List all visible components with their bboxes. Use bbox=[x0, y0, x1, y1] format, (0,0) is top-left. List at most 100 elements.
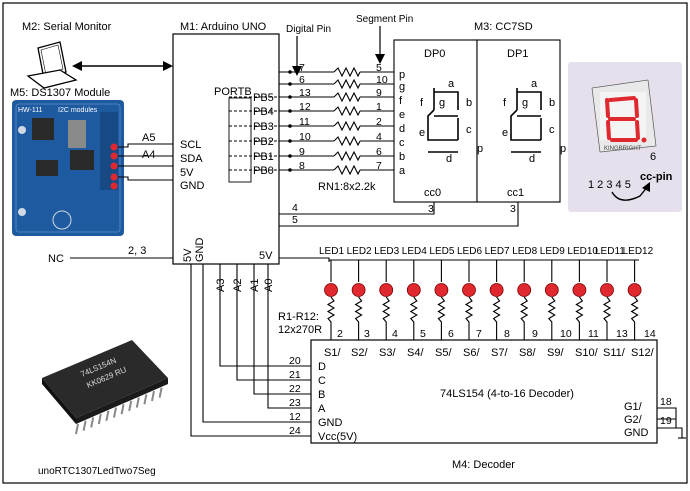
arduino-box bbox=[172, 33, 280, 265]
photo-dp bbox=[641, 137, 647, 143]
decoder-output-pin: 11 bbox=[588, 328, 599, 340]
cc1-pin: 3 bbox=[510, 203, 516, 215]
junction-dot bbox=[288, 82, 292, 86]
m1-label: M1: Arduino UNO bbox=[180, 21, 267, 33]
decoder-input-pin: 12 bbox=[289, 411, 301, 423]
svg-text:c: c bbox=[466, 124, 472, 136]
decoder-output-label: S11/ bbox=[603, 347, 626, 359]
resistor bbox=[326, 296, 336, 340]
decoder-input-wire bbox=[267, 264, 311, 409]
led bbox=[351, 283, 366, 297]
segment-pin-number: 5 bbox=[376, 62, 382, 74]
resistor bbox=[520, 296, 529, 340]
decoder-input-wire bbox=[253, 264, 311, 395]
segment-pin-number: 7 bbox=[376, 160, 382, 172]
svg-text:g: g bbox=[522, 97, 528, 109]
digit-box-0 bbox=[393, 39, 478, 203]
svg-text:e: e bbox=[502, 127, 508, 139]
g-wires bbox=[657, 407, 686, 439]
led bbox=[379, 283, 394, 297]
chip-leg bbox=[90, 417, 95, 428]
outer-frame bbox=[2, 2, 688, 484]
decoder-input-pin: 24 bbox=[289, 425, 301, 437]
cc1-label: cc1 bbox=[507, 187, 524, 199]
photo-top-pin: 6 bbox=[650, 151, 656, 163]
decoder-output-pin: 2 bbox=[337, 328, 343, 340]
pb-label: PB4 bbox=[253, 106, 274, 118]
resistor bbox=[464, 296, 474, 340]
m1-gnd: GND bbox=[194, 238, 206, 263]
decoder-input-label: GND bbox=[318, 417, 343, 429]
pb-label: PB2 bbox=[253, 136, 274, 148]
laptop-icon bbox=[26, 41, 78, 89]
portb-dashes bbox=[229, 96, 279, 171]
junction-dot bbox=[288, 139, 292, 143]
pin-gnd: GND bbox=[180, 180, 205, 192]
pb-label: PB1 bbox=[253, 151, 274, 163]
led-label: LED5 bbox=[429, 246, 454, 257]
decoder-output-pin: 9 bbox=[532, 328, 538, 340]
led bbox=[544, 283, 559, 297]
rtc-board-text-2: I2C modules bbox=[58, 107, 98, 114]
digital-pin-number: 8 bbox=[299, 160, 305, 172]
decoder-output-label: S5/ bbox=[435, 347, 452, 359]
decoder-output-label: S2/ bbox=[351, 347, 368, 359]
segment-letter: d bbox=[399, 123, 405, 135]
decoder-output-pin: 5 bbox=[420, 328, 426, 340]
resistor bbox=[333, 164, 361, 176]
decoder-input-wire bbox=[202, 264, 311, 423]
decoder-output-label: S7/ bbox=[491, 347, 508, 359]
decoder-input-pin: 23 bbox=[289, 397, 301, 409]
junction-dot bbox=[288, 168, 292, 172]
resistor bbox=[630, 296, 639, 340]
decoder-output-pin: 13 bbox=[616, 328, 628, 340]
svg-text:f: f bbox=[503, 97, 507, 109]
m3-label: M3: CC7SD bbox=[474, 21, 533, 33]
digital-pin-number: 10 bbox=[299, 131, 311, 143]
analog-pin-label: A2 bbox=[232, 279, 244, 292]
svg-text:e: e bbox=[419, 127, 425, 139]
analog-pin-label: A1 bbox=[249, 279, 261, 292]
arrow-left-icon bbox=[72, 61, 82, 71]
decoder-output-label: S12/ bbox=[631, 347, 655, 359]
resistor bbox=[333, 150, 361, 162]
led bbox=[600, 283, 614, 297]
rtc-pin-dot bbox=[110, 152, 118, 160]
digital-pin-number: 9 bbox=[299, 146, 305, 158]
arrow-up-icon bbox=[642, 182, 650, 192]
led-label: LED10 bbox=[567, 246, 598, 257]
svg-text:g: g bbox=[439, 97, 445, 109]
cc0-label: cc0 bbox=[424, 187, 441, 199]
digital-pin-number: 6 bbox=[299, 74, 305, 86]
resistor bbox=[547, 296, 556, 340]
decoder-input-wire bbox=[219, 264, 311, 367]
arrow-down-icon-2 bbox=[292, 66, 302, 76]
resistor bbox=[333, 91, 361, 103]
decoder-output-label: S3/ bbox=[379, 347, 396, 359]
decoder-output-pin: 7 bbox=[476, 328, 482, 340]
chip-leg bbox=[128, 400, 133, 412]
seven-seg-photo: KINGBRIGHT bbox=[568, 62, 682, 212]
segment-pin-number: 9 bbox=[376, 87, 382, 99]
photo-segment bbox=[608, 96, 636, 102]
analog-pin-label: A0 bbox=[263, 279, 275, 292]
decoder-input-label: A bbox=[318, 403, 326, 415]
svg-text:b: b bbox=[549, 97, 555, 109]
g2-pin: 19 bbox=[660, 415, 672, 427]
junction-dot bbox=[288, 70, 292, 74]
header-segment-pin: Segment Pin bbox=[356, 14, 413, 25]
5v-to-led-bus bbox=[279, 257, 330, 262]
wire-a5: A5 bbox=[142, 132, 155, 144]
junction-dot bbox=[288, 109, 292, 113]
decoder-outputs: S1/2S2/3S3/4S4/5S5/6S6/7S7/8S8/9S9/10S10… bbox=[324, 328, 656, 359]
digit-box-1 bbox=[476, 39, 561, 203]
chip-legs bbox=[75, 387, 163, 435]
led-label: LED3 bbox=[374, 246, 399, 257]
led bbox=[406, 283, 421, 297]
rtc-wires bbox=[118, 143, 173, 181]
decoder-output-pin: 6 bbox=[448, 328, 454, 340]
led-label: LED9 bbox=[540, 246, 565, 257]
led-label: LED2 bbox=[347, 246, 372, 257]
m2-label: M2: Serial Monitor bbox=[22, 21, 112, 33]
